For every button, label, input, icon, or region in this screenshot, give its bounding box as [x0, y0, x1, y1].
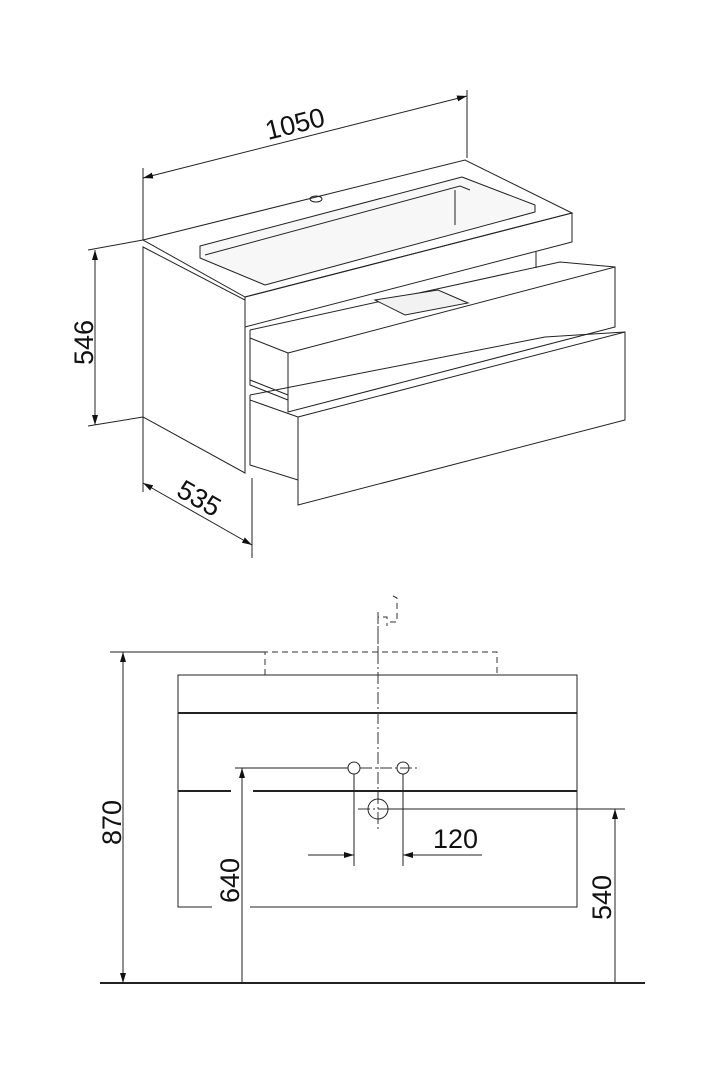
lower-drawer-front[interactable]: [297, 331, 626, 506]
tap-height-label: 640: [215, 858, 245, 903]
width-dimension-line: [142, 95, 468, 179]
depth-label: 535: [172, 474, 226, 523]
basin-opening: [199, 176, 536, 286]
countertop-front-face: [244, 212, 573, 328]
height-label: 546: [69, 320, 99, 365]
isometric-view: 1050 546 535: [69, 90, 626, 558]
depth-dimension-line: [142, 482, 253, 546]
front-view: 870 640 120 540: [97, 595, 645, 984]
tap-hole-left: [347, 761, 361, 775]
cabinet-side-panel: [142, 246, 246, 474]
tap-spacing-label: 120: [433, 824, 478, 854]
width-label: 1050: [262, 102, 328, 146]
drain-height-label: 540: [587, 875, 617, 920]
total-height-label: 870: [97, 800, 127, 845]
upper-drawer-front[interactable]: [287, 266, 616, 413]
tap-hole: [309, 195, 323, 203]
drawer-interiors: [249, 252, 626, 481]
